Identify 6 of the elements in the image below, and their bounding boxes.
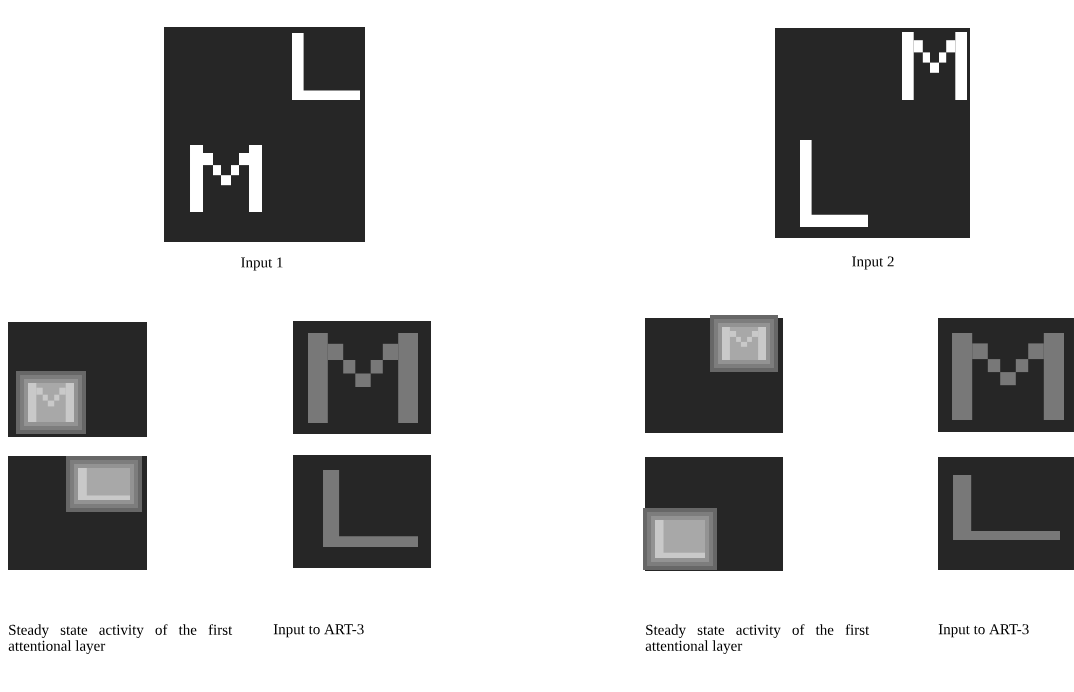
panel-caption: Input 1 <box>241 257 283 271</box>
caption-text: Steady state activity of the first attentional layer <box>645 624 870 654</box>
panel-caption: Input to ART-3 <box>938 624 1029 638</box>
panel-caption: Input to ART-3 <box>273 624 364 638</box>
panel-caption: Input 2 <box>852 256 894 270</box>
caption-text: Steady state activity of the first attentional layer <box>8 624 233 654</box>
